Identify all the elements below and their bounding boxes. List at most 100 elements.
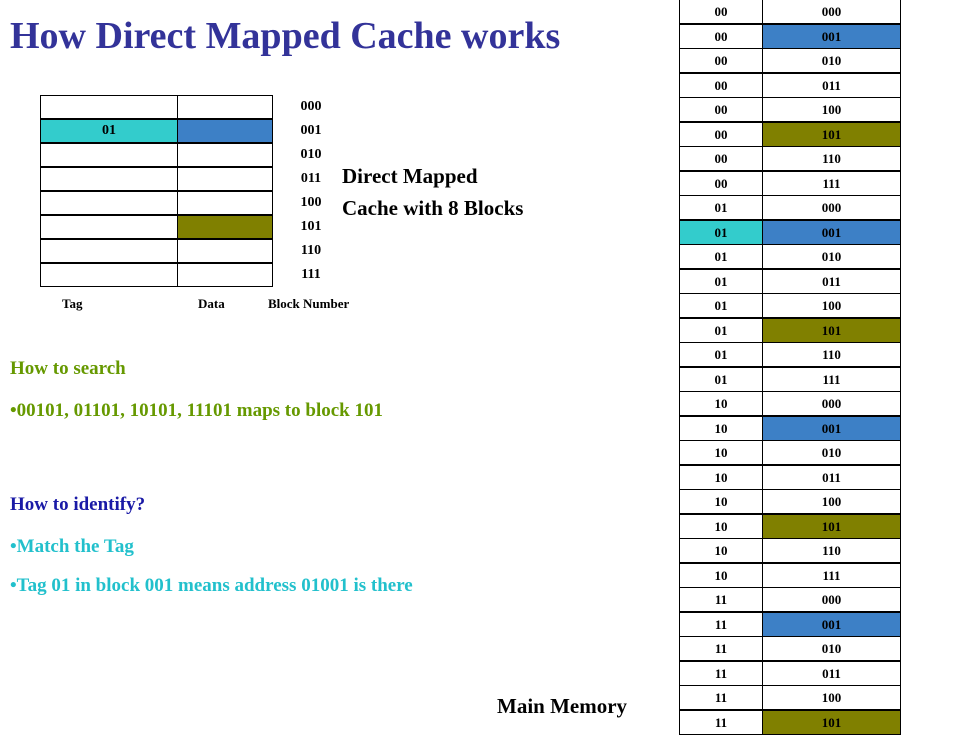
cache-tag-cell (40, 143, 178, 167)
memory-address-cell: 111 (762, 563, 901, 588)
identify-heading: How to identify? (10, 494, 145, 516)
block-number-column-label: Block Number (268, 296, 349, 312)
memory-tag-cell: 00 (679, 0, 763, 24)
memory-address-cell: 010 (762, 440, 901, 465)
cache-row: 110 (40, 240, 349, 264)
memory-tag-cell: 11 (679, 587, 763, 612)
memory-address-cell: 101 (762, 318, 901, 343)
memory-tag-cell: 01 (679, 269, 763, 294)
memory-tag-cell: 01 (679, 342, 763, 367)
memory-address-cell: 001 (762, 24, 901, 49)
memory-tag-cell: 00 (679, 171, 763, 196)
memory-tag-cell: 10 (679, 416, 763, 441)
memory-address-cell: 001 (762, 220, 901, 245)
identify-bullet-example: •Tag 01 in block 001 means address 01001… (10, 575, 413, 597)
cache-data-cell (177, 263, 273, 287)
cache-caption-line1: Direct Mapped (342, 160, 523, 192)
memory-tag-cell: 10 (679, 391, 763, 416)
memory-tag-cell: 01 (679, 293, 763, 318)
cache-caption-line2: Cache with 8 Blocks (342, 192, 523, 224)
memory-address-cell: 100 (762, 685, 901, 710)
memory-address-cell: 010 (762, 636, 901, 661)
cache-block-number: 110 (273, 240, 349, 264)
cache-caption: Direct Mapped Cache with 8 Blocks (342, 160, 523, 224)
memory-address-cell: 111 (762, 367, 901, 392)
cache-block-number: 001 (273, 120, 349, 144)
cache-block-number: 101 (273, 216, 349, 240)
memory-tag-cell: 11 (679, 661, 763, 686)
memory-address-cell: 111 (762, 171, 901, 196)
cache-row: 010 (40, 144, 349, 168)
cache-tag-cell (40, 239, 178, 263)
cache-data-cell (177, 143, 273, 167)
memory-tag-cell: 00 (679, 24, 763, 49)
cache-block-number: 111 (273, 264, 349, 288)
memory-address-cell: 100 (762, 293, 901, 318)
cache-data-cell (177, 167, 273, 191)
cache-row: 101 (40, 216, 349, 240)
cache-tag-cell (40, 95, 178, 119)
cache-block-number: 000 (273, 96, 349, 120)
memory-address-cell: 100 (762, 97, 901, 122)
memory-tag-cell: 00 (679, 122, 763, 147)
memory-tag-cell: 00 (679, 97, 763, 122)
memory-tag-cell: 10 (679, 440, 763, 465)
identify-bullet-match-tag: •Match the Tag (10, 536, 134, 558)
memory-address-cell: 011 (762, 661, 901, 686)
memory-address-cell: 001 (762, 612, 901, 637)
cache-tag-cell (40, 167, 178, 191)
search-heading: How to search (10, 358, 126, 380)
memory-address-cell: 100 (762, 489, 901, 514)
cache-row: 111 (40, 264, 349, 288)
cache-data-cell (177, 239, 273, 263)
memory-tag-cell: 11 (679, 612, 763, 637)
memory-tag-cell: 11 (679, 636, 763, 661)
memory-address-cell: 011 (762, 269, 901, 294)
memory-tag-cell: 10 (679, 514, 763, 539)
cache-block-number: 011 (273, 168, 349, 192)
memory-address-cell: 101 (762, 710, 901, 735)
memory-tag-cell: 11 (679, 685, 763, 710)
cache-row: 100 (40, 192, 349, 216)
memory-address-cell: 000 (762, 587, 901, 612)
memory-address-cell: 101 (762, 122, 901, 147)
cache-block-number: 010 (273, 144, 349, 168)
memory-tag-cell: 10 (679, 538, 763, 563)
cache-row: 000 (40, 96, 349, 120)
memory-address-cell: 001 (762, 416, 901, 441)
data-column-label: Data (198, 296, 225, 312)
memory-tag-cell: 00 (679, 146, 763, 171)
memory-address-cell: 000 (762, 0, 901, 24)
memory-address-cell: 011 (762, 465, 901, 490)
page-title: How Direct Mapped Cache works (10, 14, 560, 58)
main-memory-label: Main Memory (497, 694, 627, 719)
cache-tag-cell (40, 215, 178, 239)
memory-tag-cell: 11 (679, 710, 763, 735)
cache-data-cell (177, 95, 273, 119)
